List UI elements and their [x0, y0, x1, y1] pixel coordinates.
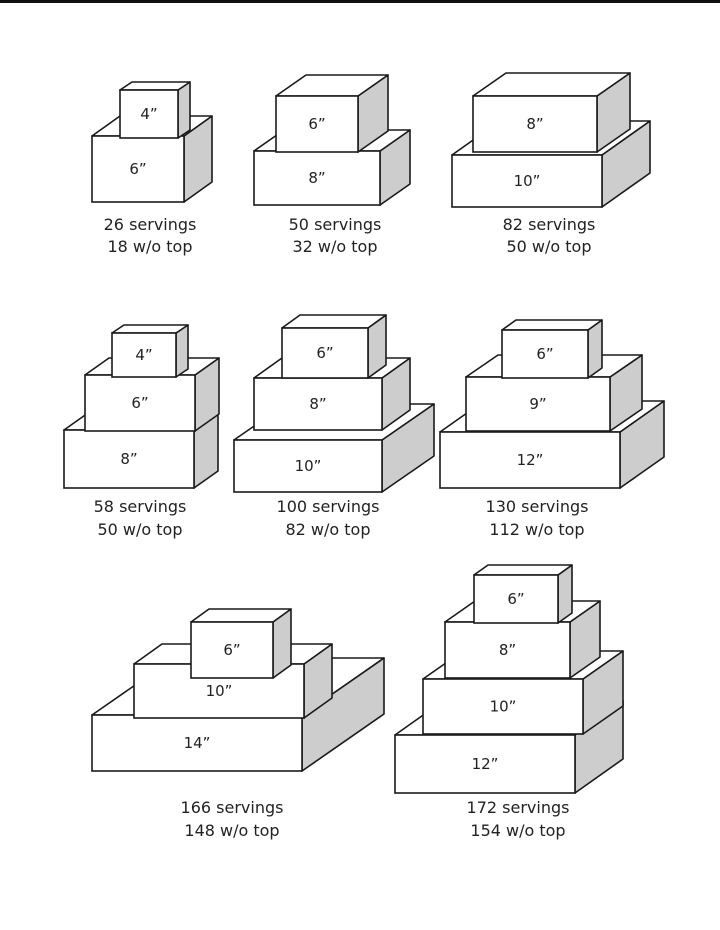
tier-front-face: [473, 574, 559, 624]
tier-front-face: [444, 621, 571, 679]
tier-front-face: [63, 429, 195, 489]
cake-tier: 6”: [281, 314, 387, 379]
tier-front-face: [84, 374, 196, 432]
servings-without-top-caption: 112 w/o top: [489, 520, 584, 539]
tier-size-label: 6”: [131, 394, 148, 412]
cake-tier: 6”: [275, 74, 389, 153]
tier-front-face: [253, 150, 381, 206]
tier-side-face: [177, 81, 191, 139]
cake-tier: 6”: [190, 608, 292, 679]
servings-without-top-caption: 154 w/o top: [470, 821, 565, 840]
tier-front-face: [111, 332, 177, 378]
tier-side-face: [175, 324, 189, 378]
tier-size-label: 8”: [309, 395, 326, 413]
tier-top-face: [190, 608, 292, 623]
servings-without-top-caption: 50 w/o top: [97, 520, 182, 539]
cake-option: 12” 10” 8” 6” 172 servings 154 w/o top: [394, 564, 624, 840]
tier-front-face: [501, 329, 589, 379]
tier-size-label: 10”: [514, 172, 541, 190]
servings-without-top-caption: 148 w/o top: [184, 821, 279, 840]
tier-size-label: 8”: [120, 450, 137, 468]
tier-size-label: 8”: [499, 641, 516, 659]
tier-size-label: 6”: [536, 345, 553, 363]
tier-front-face: [439, 431, 621, 489]
tier-front-face: [275, 95, 359, 153]
tier-front-face: [233, 439, 383, 493]
cake-tier: 4”: [119, 81, 191, 139]
tier-front-face: [394, 734, 576, 794]
tier-size-label: 10”: [295, 457, 322, 475]
cake-option: 6” 4” 26 servings 18 w/o top: [91, 81, 213, 256]
servings-caption: 82 servings: [503, 215, 596, 234]
tier-size-label: 6”: [507, 590, 524, 608]
cake-option: 14” 10” 6” 166 servings 148 w/o top: [91, 608, 385, 840]
tier-size-label: 6”: [316, 344, 333, 362]
tier-size-label: 6”: [129, 160, 146, 178]
tier-front-face: [119, 89, 179, 139]
tier-front-face: [422, 678, 584, 735]
cake-tier: 6”: [473, 564, 573, 624]
top-rule: [0, 0, 720, 3]
tier-size-label: 10”: [206, 682, 233, 700]
tier-size-label: 12”: [472, 755, 499, 773]
servings-caption: 172 servings: [467, 798, 570, 817]
tier-front-face: [91, 135, 185, 203]
cake-option: 10” 8” 6” 100 servings 82 w/o top: [233, 314, 435, 539]
tier-top-face: [119, 81, 191, 91]
tier-size-label: 4”: [135, 346, 152, 364]
tier-size-label: 8”: [526, 115, 543, 133]
tier-size-label: 12”: [517, 451, 544, 469]
tier-size-label: 9”: [529, 395, 546, 413]
tier-front-face: [451, 154, 603, 208]
cake-tier: 8”: [253, 129, 411, 206]
servings-without-top-caption: 32 w/o top: [292, 237, 377, 256]
cake-tier: 6”: [501, 319, 603, 379]
cake-tier: 8”: [472, 72, 631, 153]
servings-caption: 130 servings: [486, 497, 589, 516]
servings-without-top-caption: 18 w/o top: [107, 237, 192, 256]
tier-top-face: [473, 564, 573, 576]
tier-front-face: [465, 376, 611, 432]
cake-option: 8” 6” 4” 58 servings 50 w/o top: [63, 324, 220, 539]
tier-front-face: [253, 377, 383, 431]
tier-size-label: 8”: [308, 169, 325, 187]
tier-size-label: 6”: [308, 115, 325, 133]
servings-caption: 26 servings: [104, 215, 197, 234]
tier-size-label: 6”: [223, 641, 240, 659]
tier-front-face: [91, 714, 303, 772]
servings-caption: 58 servings: [94, 497, 187, 516]
servings-without-top-caption: 50 w/o top: [506, 237, 591, 256]
cake-option: 10” 8” 82 servings 50 w/o top: [451, 72, 651, 256]
cake-tier: 4”: [111, 324, 189, 378]
servings-without-top-caption: 82 w/o top: [285, 520, 370, 539]
tier-size-label: 14”: [184, 734, 211, 752]
servings-caption: 50 servings: [289, 215, 382, 234]
cake-option: 8” 6” 50 servings 32 w/o top: [253, 74, 411, 256]
tier-front-face: [281, 327, 369, 379]
tier-top-face: [281, 314, 387, 329]
tier-top-face: [111, 324, 189, 334]
tier-top-face: [501, 319, 603, 331]
tier-front-face: [472, 95, 598, 153]
servings-caption: 166 servings: [181, 798, 284, 817]
tier-size-label: 10”: [490, 698, 517, 716]
servings-caption: 100 servings: [277, 497, 380, 516]
tier-front-face: [190, 621, 274, 679]
tier-size-label: 4”: [140, 105, 157, 123]
cake-option: 12” 9” 6” 130 servings 112 w/o top: [439, 319, 665, 539]
